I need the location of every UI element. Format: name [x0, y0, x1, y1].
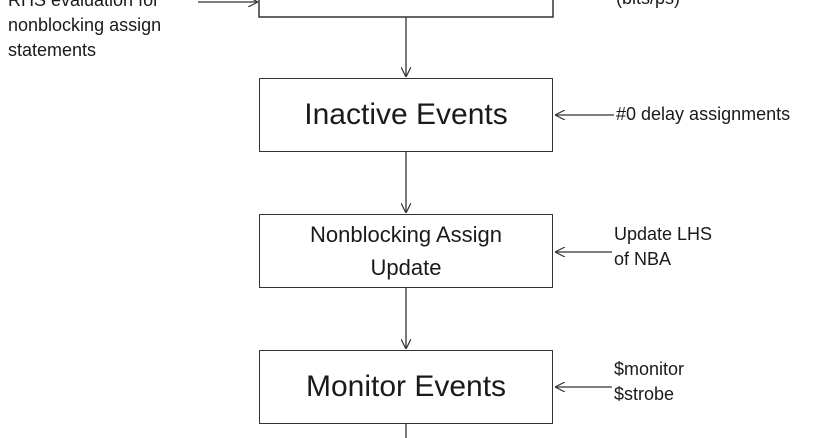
- monitor-events-box: Monitor Events: [259, 350, 553, 424]
- note-delay-assignments: #0 delay assignments: [616, 102, 790, 127]
- note-rhs-line-3: statements: [8, 40, 97, 61]
- note-monitor-line-1: $monitor: [614, 359, 685, 379]
- note-monitor-line-2: $strobe: [614, 384, 675, 405]
- note-update-lhs-line-1: Update LHS: [614, 224, 713, 244]
- monitor-events-label: Monitor Events: [305, 370, 507, 403]
- nba-update-label-line-2: Update: [370, 255, 442, 280]
- note-rhs-line-2: nonblocking assign: [8, 15, 162, 36]
- note-update-lhs-line-2: of NBA: [614, 249, 672, 270]
- inactive-events-label: Inactive Events: [304, 98, 508, 131]
- note-update-lhs: Update LHS of NBA: [614, 222, 712, 272]
- note-top-right-partial: (bits/ps): [616, 0, 680, 11]
- note-monitor-strobe: $monitor $strobe: [614, 357, 684, 407]
- note-delay-text: #0 delay assignments: [616, 104, 791, 124]
- inactive-events-box: Inactive Events: [259, 78, 553, 152]
- nba-update-label-line-1: Nonblocking Assign: [309, 222, 502, 247]
- top-box-partial: [258, 0, 554, 18]
- note-top-right-text: (bits/ps): [616, 0, 680, 11]
- note-rhs-line-1: RHS evaluation for: [8, 0, 160, 10]
- nonblocking-assign-update-box: Nonblocking Assign Update: [259, 214, 553, 288]
- note-rhs-evaluation: RHS evaluation for nonblocking assign st…: [8, 0, 161, 64]
